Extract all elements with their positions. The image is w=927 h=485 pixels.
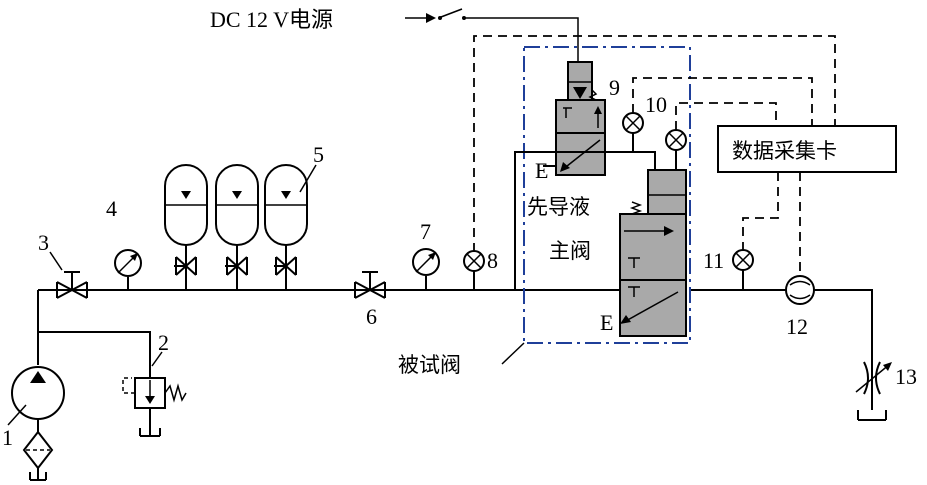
power-supply-label: DC 12 V电源 xyxy=(210,7,333,32)
component-number-6: 6 xyxy=(366,304,377,329)
pilot-solenoid-icon xyxy=(567,61,598,101)
daq-card-label: 数据采集卡 xyxy=(732,139,837,163)
ball-valve-3-icon xyxy=(56,271,88,299)
component-number-7: 7 xyxy=(420,219,431,244)
component-number-5: 5 xyxy=(313,142,324,167)
pressure-gauge-7-icon xyxy=(412,248,440,290)
test-valve-boundary xyxy=(523,46,691,344)
leader-test-valve xyxy=(501,342,525,365)
relief-valve-icon xyxy=(122,377,187,437)
leader-3 xyxy=(49,251,63,271)
pilot-exhaust-label: E xyxy=(535,158,548,183)
component-number-3: 3 xyxy=(38,230,49,255)
pressure-sensor-8-icon xyxy=(463,250,485,290)
accumulator-bank-icon xyxy=(164,164,308,290)
component-number-11: 11 xyxy=(703,248,724,273)
pilot-valve-icon xyxy=(555,99,606,176)
ball-valve-6-icon xyxy=(354,271,386,299)
valve-under-test-label: 被试阀 xyxy=(398,353,461,377)
leader-2 xyxy=(151,351,163,367)
component-number-9: 9 xyxy=(609,75,620,100)
component-number-4: 4 xyxy=(106,196,117,221)
pilot-fluid-label: 先导液 xyxy=(527,195,590,219)
pressure-gauge-4-icon xyxy=(114,249,142,290)
leader-5 xyxy=(299,164,317,193)
component-number-2: 2 xyxy=(158,330,169,355)
pilot-supply-line xyxy=(514,151,656,290)
main-valve-icon xyxy=(619,169,687,337)
signal-lines xyxy=(473,35,836,280)
component-number-13: 13 xyxy=(895,364,917,389)
power-switch-icon xyxy=(405,8,579,62)
throttle-valve-icon xyxy=(855,361,892,421)
leader-1 xyxy=(7,404,27,426)
outlet-line xyxy=(690,289,873,410)
pressure-sensor-11-icon xyxy=(732,249,754,290)
component-number-8: 8 xyxy=(487,248,498,273)
relief-branch-line xyxy=(38,331,151,378)
pump-icon xyxy=(11,366,65,481)
pressure-sensor-10-icon xyxy=(665,129,687,151)
main-exhaust-label: E xyxy=(600,310,613,335)
main-valve-label: 主阀 xyxy=(549,239,591,263)
component-number-1: 1 xyxy=(2,425,13,450)
component-number-10: 10 xyxy=(645,92,667,117)
daq-card-box xyxy=(717,125,897,173)
component-number-12: 12 xyxy=(786,314,808,339)
flowmeter-icon xyxy=(785,275,815,305)
pressure-sensor-9-icon xyxy=(622,112,644,134)
